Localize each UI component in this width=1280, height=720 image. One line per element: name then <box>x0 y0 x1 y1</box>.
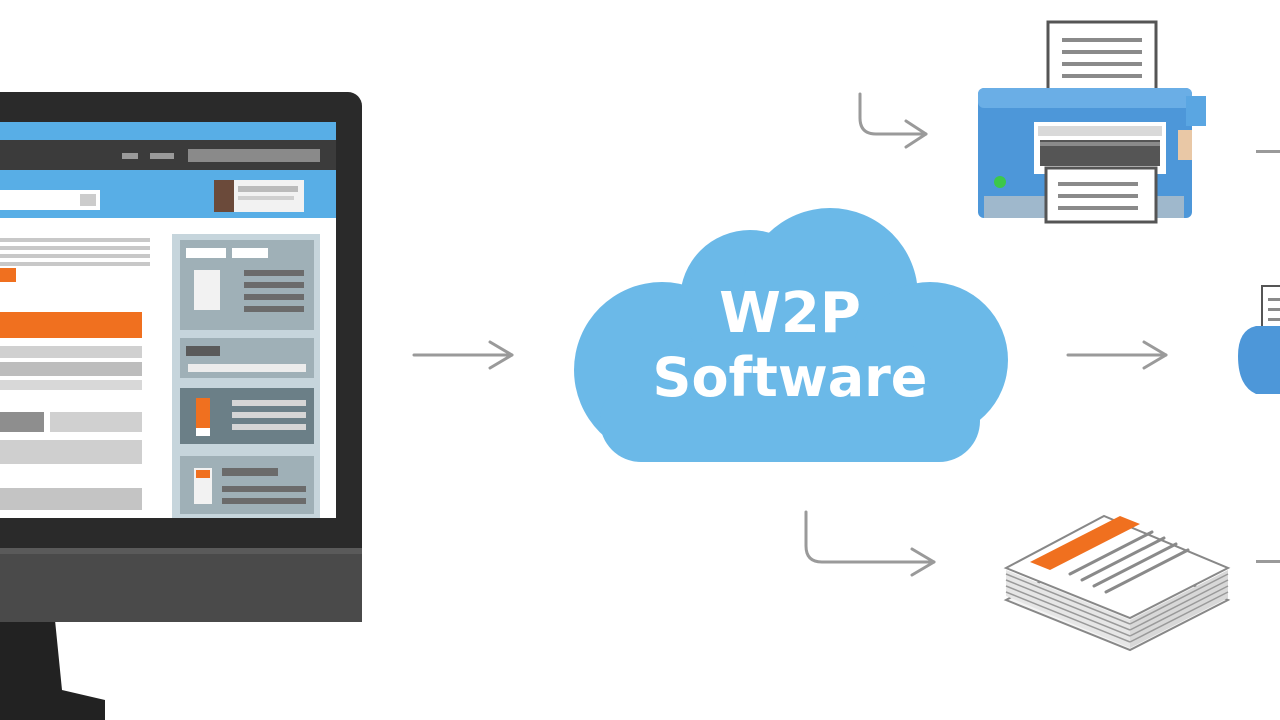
cloud-label: W2P Software <box>590 282 990 410</box>
arrow-icon <box>858 92 928 149</box>
printer-icon <box>978 20 1206 224</box>
arrow-icon <box>412 340 514 370</box>
cloud-title-line1: W2P <box>719 281 861 346</box>
arrow-icon <box>804 510 936 577</box>
arrow-icon <box>1256 150 1280 153</box>
cloud-icon <box>574 208 1008 462</box>
arrow-icon <box>1066 340 1168 370</box>
arrow-icon <box>1256 560 1280 563</box>
printer-icon <box>1238 285 1280 394</box>
cloud-title-line2: Software <box>652 346 928 409</box>
desktop-monitor-icon <box>0 92 362 720</box>
printed-stack-icon <box>1003 514 1231 652</box>
